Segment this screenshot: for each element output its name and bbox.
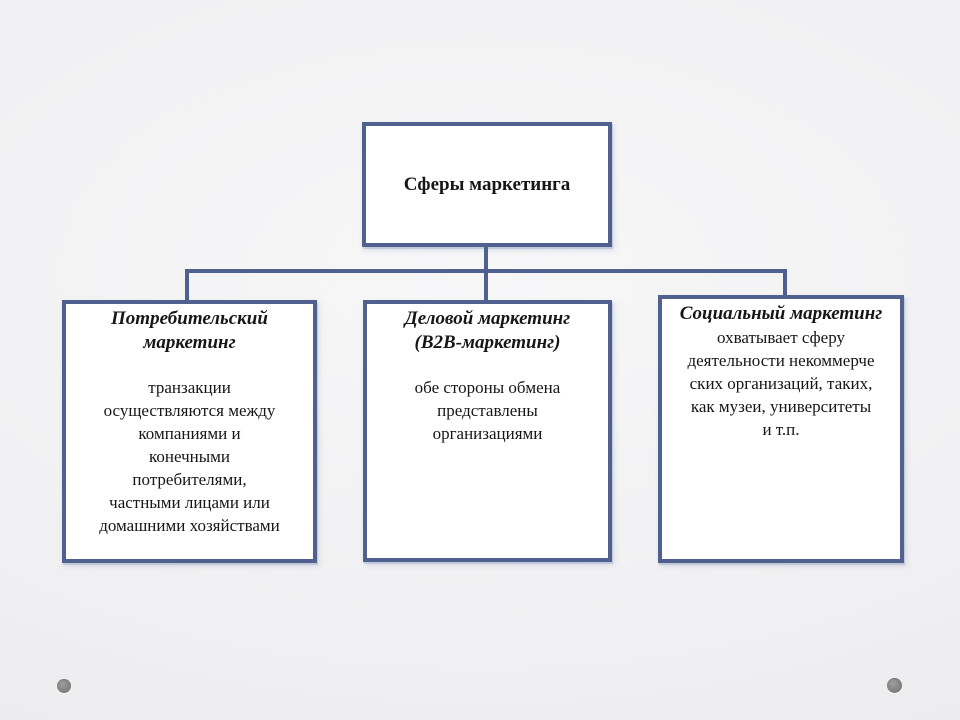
- connector-drop-consumer: [185, 269, 189, 302]
- consumer-node-body: транзакции осуществляются между компания…: [99, 378, 280, 535]
- business-node-title: Деловой маркетинг (B2B-маркетинг): [404, 308, 571, 353]
- business-node-body: обе стороны обмена представлены организа…: [414, 378, 561, 443]
- connector-root-down: [484, 247, 488, 273]
- consumer-node-title: Потребительский маркетинг: [111, 308, 268, 353]
- diagram-node-social-marketing: Социальный маркетинг охватывает сферу де…: [658, 295, 904, 563]
- root-node-title: Сферы маркетинга: [403, 173, 571, 195]
- diagram-node-business-marketing: Деловой маркетинг (B2B-маркетинг) обе ст…: [363, 300, 612, 562]
- connector-drop-social: [783, 269, 787, 297]
- social-node-body: охватывает сферу деятельности некоммерче…: [687, 328, 875, 439]
- decorative-dot-right: [887, 678, 902, 693]
- diagram-node-root: Сферы маркетинга: [362, 122, 612, 247]
- connector-drop-business: [484, 269, 488, 302]
- diagram-node-consumer-marketing: Потребительский маркетинг транзакции осу…: [62, 300, 317, 563]
- decorative-dot-left: [57, 679, 71, 693]
- social-node-title: Социальный маркетинг: [679, 303, 883, 324]
